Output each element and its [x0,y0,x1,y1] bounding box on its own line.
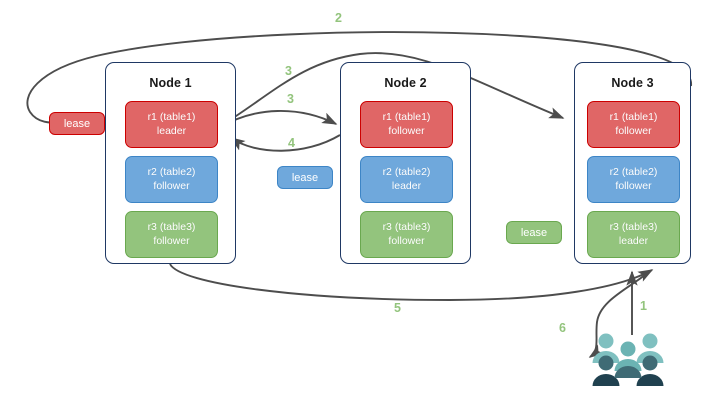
lease-badge-r1[interactable]: lease [49,112,105,135]
lease-badge-r3[interactable]: lease [506,221,562,244]
replica-role: follower [615,179,652,192]
replica-name: r1 (table1) [147,111,196,123]
node-card-node-2[interactable]: Node 2 r1 (table1) follower r2 (table2) … [340,62,471,264]
replica-role: follower [153,234,190,247]
replica-role: follower [153,179,190,192]
step-label-2: 2 [335,11,342,25]
replica-name: r3 (table3) [609,221,658,233]
arrow-step-4 [229,134,341,152]
step-label-5: 5 [394,301,401,315]
replica-r2-node-2[interactable]: r2 (table2) leader [360,156,453,203]
step-label-4: 4 [288,136,295,150]
replica-role: follower [615,124,652,137]
replica-name: r2 (table2) [609,166,658,178]
lease-badge-r2[interactable]: lease [277,166,333,189]
replica-name: r2 (table2) [382,166,431,178]
replica-role: follower [388,234,425,247]
replica-role: leader [618,234,649,247]
node-title: Node 3 [611,76,654,90]
replica-r2-node-1[interactable]: r2 (table2) follower [125,156,218,203]
node-title: Node 1 [149,76,192,90]
replica-role: leader [391,179,422,192]
users-icon [592,333,664,386]
replica-r1-node-3[interactable]: r1 (table1) follower [587,101,680,148]
replica-name: r1 (table1) [382,111,431,123]
step-label-3-lower: 3 [287,92,294,106]
arrow-step-3-node2 [218,110,338,129]
node-card-node-1[interactable]: Node 1 r1 (table1) leader r2 (table2) fo… [105,62,236,264]
step-label-3-upper: 3 [285,64,292,78]
replica-name: r3 (table3) [147,221,196,233]
replica-r1-node-1[interactable]: r1 (table1) leader [125,101,218,148]
replica-name: r1 (table1) [609,111,658,123]
replica-name: r3 (table3) [382,221,431,233]
replica-name: r2 (table2) [147,166,196,178]
replica-role: leader [156,124,187,137]
node-title: Node 2 [384,76,427,90]
replica-r1-node-2[interactable]: r1 (table1) follower [360,101,453,148]
step-label-6: 6 [559,321,566,335]
arrow-step-5 [169,263,654,301]
replica-r2-node-3[interactable]: r2 (table2) follower [587,156,680,203]
replica-r3-node-1[interactable]: r3 (table3) follower [125,211,218,258]
node-card-node-3[interactable]: Node 3 r1 (table1) follower r2 (table2) … [574,62,691,264]
step-label-1: 1 [640,299,647,313]
replica-r3-node-2[interactable]: r3 (table3) follower [360,211,453,258]
replica-r3-node-3[interactable]: r3 (table3) leader [587,211,680,258]
replica-role: follower [388,124,425,137]
